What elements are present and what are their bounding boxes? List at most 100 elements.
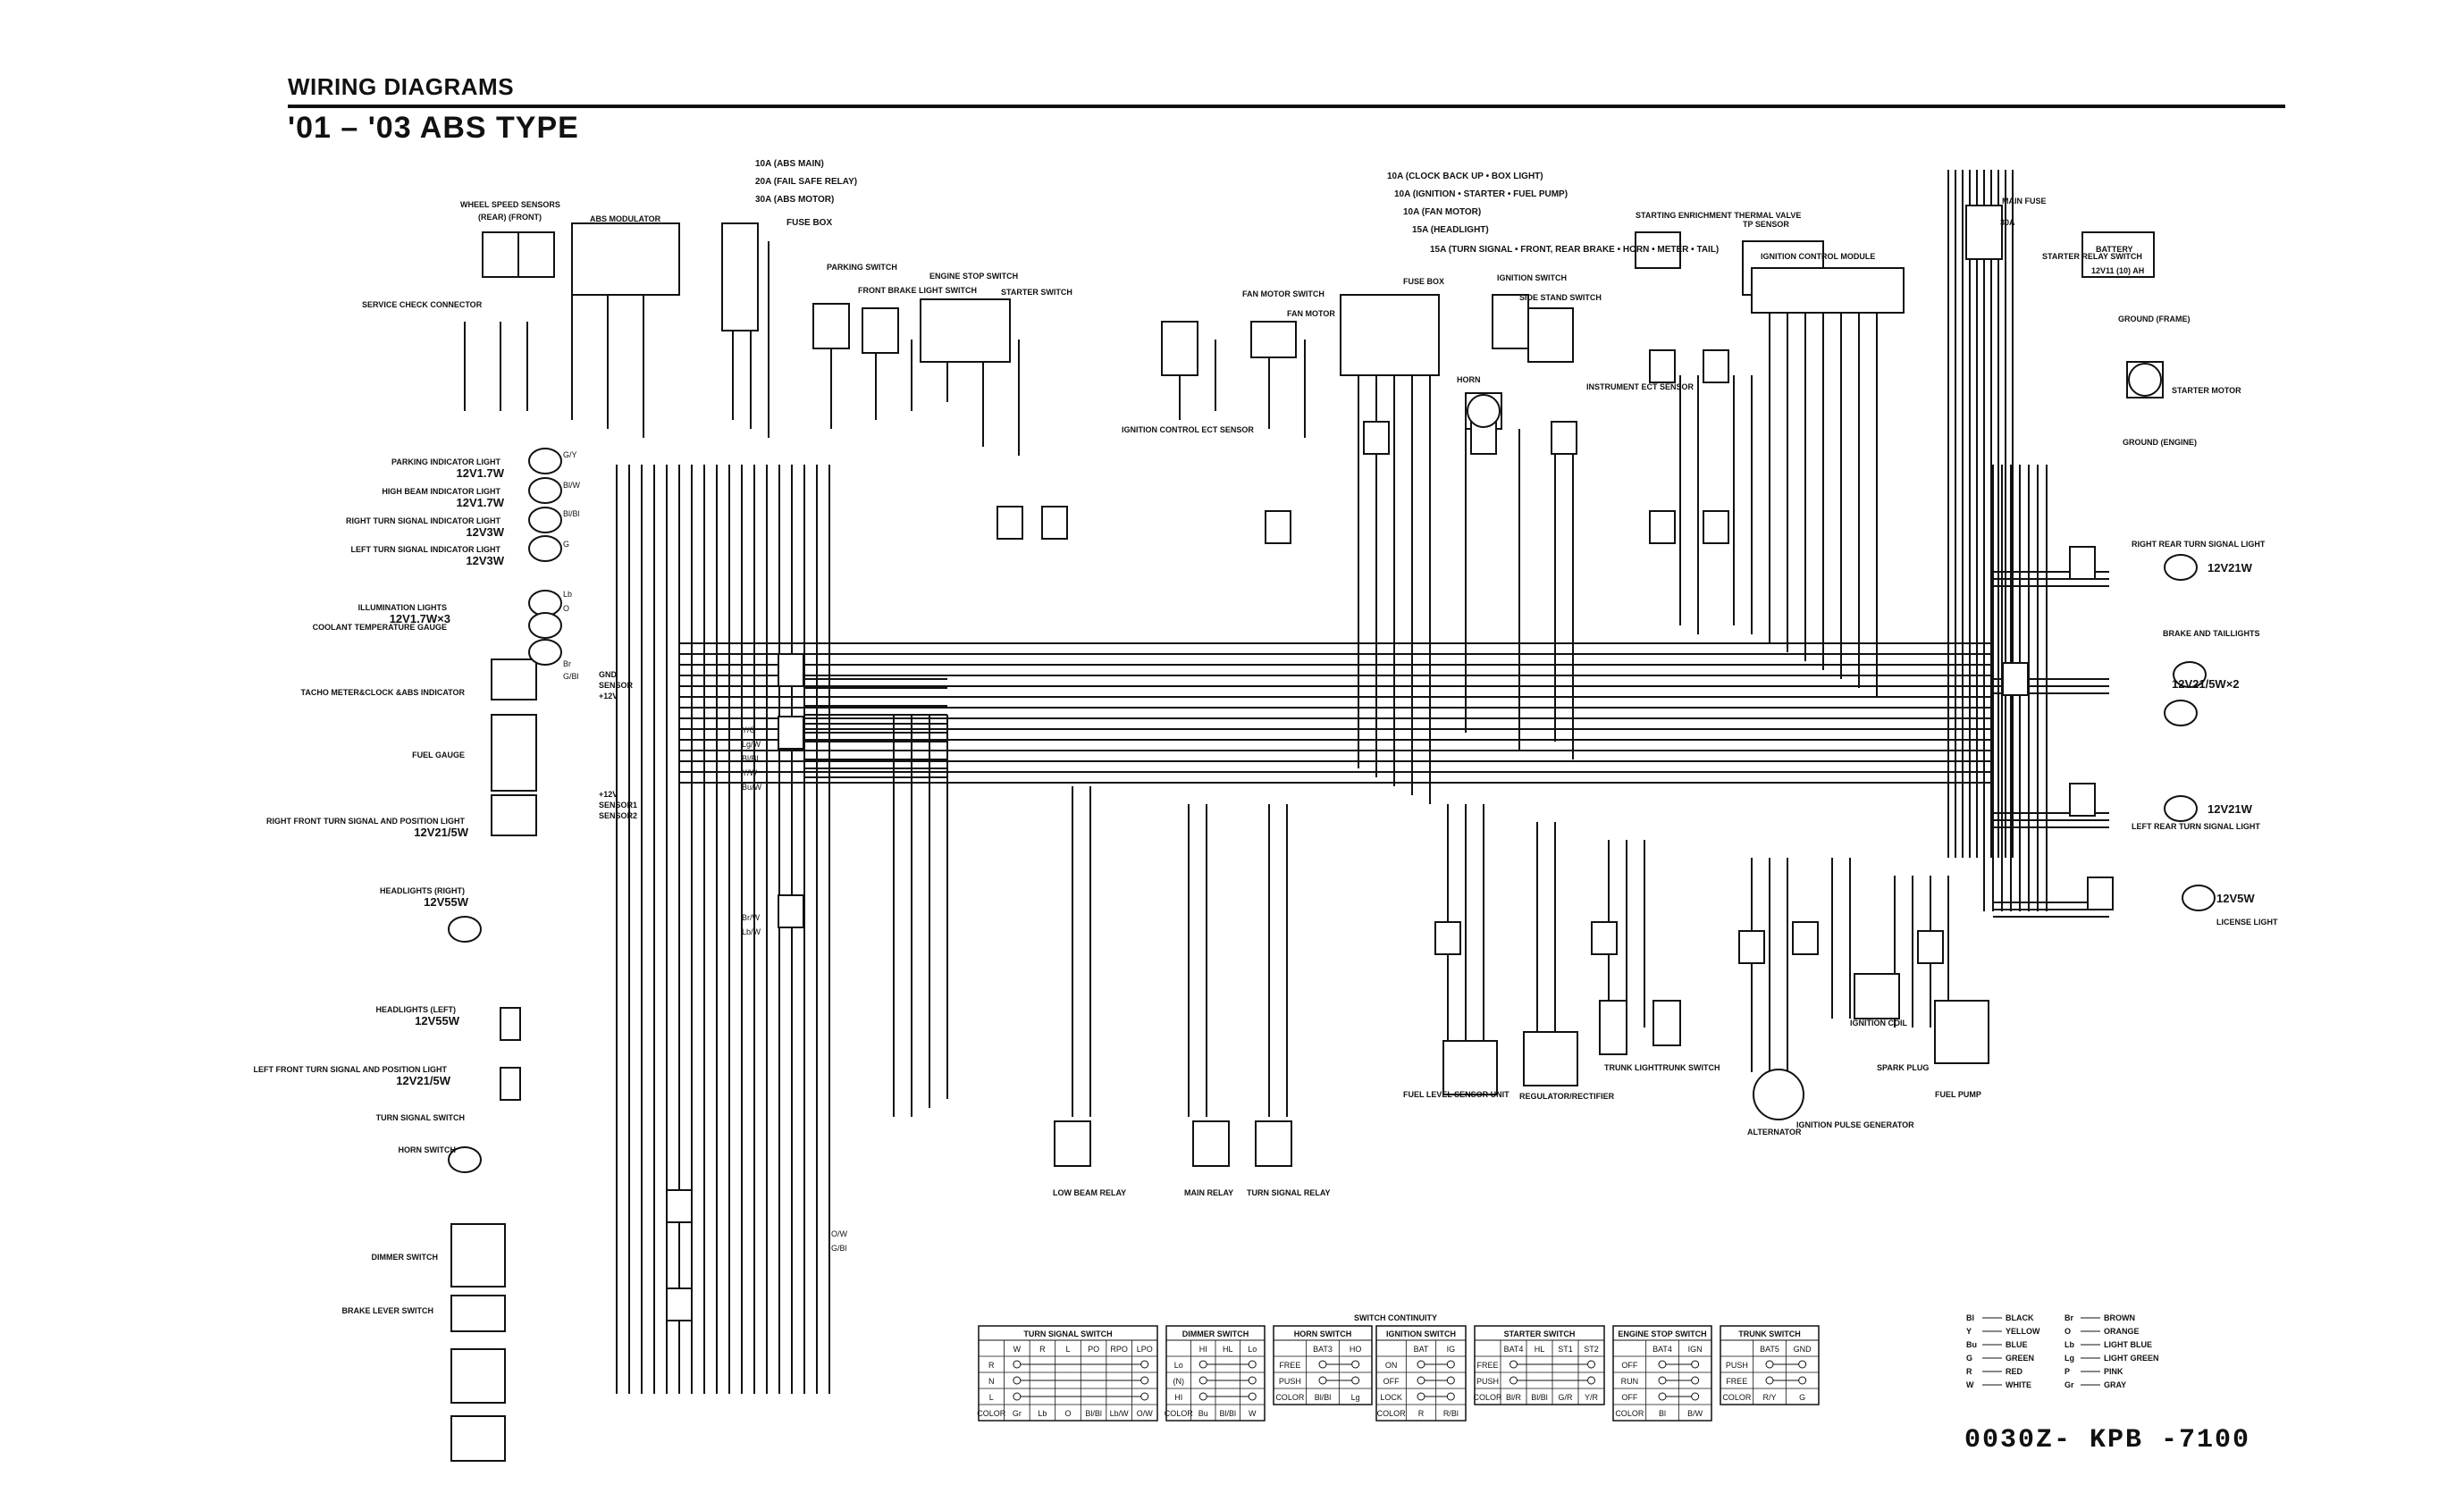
table-cell: FREE bbox=[1726, 1377, 1747, 1386]
legend-color-name: PINK bbox=[2104, 1367, 2123, 1376]
table-cell: COLOR bbox=[1615, 1409, 1644, 1418]
connector bbox=[1649, 510, 1676, 544]
table-title: TRUNK SWITCH bbox=[1738, 1329, 1801, 1338]
label-fuse-box-center: FUSE BOX bbox=[1403, 277, 1444, 286]
alternator-symbol bbox=[1753, 1069, 1804, 1120]
table-cell: COLOR bbox=[1473, 1393, 1502, 1402]
table-title: TURN SIGNAL SWITCH bbox=[1023, 1329, 1112, 1338]
label-fuel-gauge: FUEL GAUGE bbox=[412, 751, 465, 759]
table-cell: Bu bbox=[1198, 1409, 1208, 1418]
table-cell: COLOR bbox=[1275, 1393, 1305, 1402]
tacho-box bbox=[491, 714, 537, 792]
fuel-pump-box bbox=[1934, 1000, 1989, 1064]
gauge-terminal: +12V bbox=[599, 692, 618, 700]
label-alternator: ALTERNATOR bbox=[1747, 1128, 1802, 1137]
ignition-switch-box bbox=[1492, 294, 1529, 349]
rating-3: 12V3W bbox=[466, 554, 504, 567]
table-col-head: RPO bbox=[1110, 1345, 1128, 1354]
legend-code: G bbox=[1966, 1354, 1972, 1363]
table-frame bbox=[1720, 1325, 1820, 1405]
wire-code: O/W bbox=[831, 1229, 848, 1238]
rating-rear-2: 12V21W bbox=[2208, 802, 2253, 816]
wire-code: G/Bl bbox=[831, 1244, 847, 1253]
label-service-check: SERVICE CHECK CONNECTOR bbox=[362, 300, 483, 309]
label-fuel-pump: FUEL PUMP bbox=[1935, 1090, 1981, 1099]
wire-code: O bbox=[563, 604, 569, 613]
table-cell: O bbox=[1064, 1409, 1071, 1418]
table-cell: O/W bbox=[1137, 1409, 1154, 1418]
label-starter-switch: STARTER SWITCH bbox=[1001, 288, 1072, 297]
table-cell: OFF bbox=[1383, 1377, 1400, 1386]
connector bbox=[1434, 921, 1461, 955]
bulb bbox=[448, 916, 482, 943]
trunk-light-box bbox=[1599, 1000, 1627, 1055]
document-code: 0030Z- KPB -7100 bbox=[1964, 1425, 2251, 1455]
connector bbox=[1917, 930, 1944, 964]
icm-box bbox=[1751, 267, 1905, 314]
table-col-head: Lo bbox=[1248, 1345, 1257, 1354]
table-cell: Lb bbox=[1038, 1409, 1047, 1418]
bulb bbox=[528, 612, 562, 639]
wire-code: Y/W bbox=[742, 768, 758, 777]
fuse-headlight: 15A (HEADLIGHT) bbox=[1412, 225, 1489, 235]
bulb bbox=[2182, 885, 2216, 911]
label-starter-relay: STARTER RELAY SWITCH bbox=[2042, 252, 2142, 261]
label-main-fuse: MAIN FUSE bbox=[2002, 197, 2047, 205]
table-col-head: BAT4 bbox=[1504, 1345, 1524, 1354]
dimmer-switch-box bbox=[450, 1348, 506, 1404]
table-cell: ON bbox=[1385, 1361, 1398, 1370]
headlight-socket bbox=[500, 1067, 521, 1101]
fuel-level-sensor-box bbox=[1442, 1040, 1498, 1095]
table-cell: R bbox=[988, 1361, 995, 1370]
legend-color-name: YELLOW bbox=[2006, 1327, 2040, 1336]
label-spark-plug: SPARK PLUG bbox=[1877, 1063, 1929, 1072]
connector bbox=[2069, 546, 2096, 580]
section-heading: WIRING DIAGRAMS bbox=[288, 73, 515, 100]
label-icm: IGNITION CONTROL MODULE bbox=[1761, 252, 1875, 261]
label-horn: HORN bbox=[1457, 375, 1481, 384]
legend-code: Bu bbox=[1966, 1340, 1977, 1349]
table-cell: PUSH bbox=[1279, 1377, 1301, 1386]
label-instrument-ect: INSTRUMENT ECT SENSOR bbox=[1586, 382, 1695, 391]
table-cell: G bbox=[1799, 1393, 1805, 1402]
rating-9: 12V55W bbox=[424, 895, 469, 909]
battery-box bbox=[2081, 231, 2155, 278]
label-main-relay: MAIN RELAY bbox=[1184, 1188, 1233, 1197]
table-col-head: W bbox=[1013, 1345, 1022, 1354]
bulb bbox=[528, 477, 562, 504]
table-cell: COLOR bbox=[977, 1409, 1006, 1418]
table-title: DIMMER SWITCH bbox=[1182, 1329, 1249, 1338]
wire-code: Br bbox=[563, 659, 571, 668]
label-turn-signal-switch: TURN SIGNAL SWITCH bbox=[376, 1113, 465, 1122]
label-left-rear-turn-signal-light: LEFT REAR TURN SIGNAL LIGHT bbox=[2132, 822, 2260, 831]
regulator-box bbox=[1523, 1031, 1578, 1086]
legend-color-name: RED bbox=[2006, 1367, 2023, 1376]
rating-1: 12V1.7W bbox=[457, 496, 505, 509]
bulb bbox=[2173, 661, 2207, 688]
table-cell: Y/R bbox=[1585, 1393, 1599, 1402]
table-cell: Bl/Bl bbox=[1531, 1393, 1548, 1402]
horn-switch-box bbox=[450, 1295, 506, 1332]
table-col-head: HI bbox=[1199, 1345, 1207, 1354]
wire-code: Lb bbox=[563, 590, 572, 599]
label-ignition-coil: IGNITION COIL bbox=[1850, 1019, 1908, 1027]
continuity-title: SWITCH CONTINUITY bbox=[1354, 1313, 1437, 1322]
label-ignition-switch: IGNITION SWITCH bbox=[1497, 273, 1567, 282]
legend-color-name: WHITE bbox=[2006, 1380, 2031, 1389]
connector bbox=[778, 894, 804, 928]
table-cell: Lo bbox=[1174, 1361, 1183, 1370]
label-headlights-right-: HEADLIGHTS (RIGHT) bbox=[380, 886, 465, 895]
table-cell: HI bbox=[1174, 1393, 1182, 1402]
diagram-title: '01 – '03 ABS TYPE bbox=[288, 111, 579, 145]
engine-stop-starter-box bbox=[920, 298, 1011, 363]
label-right-rear-turn-signal-light: RIGHT REAR TURN SIGNAL LIGHT bbox=[2132, 540, 2266, 549]
table-cell: Bl/Bl bbox=[1085, 1409, 1102, 1418]
legend-color-name: LIGHT GREEN bbox=[2104, 1354, 2159, 1363]
label-trunk-switch: TRUNK SWITCH bbox=[1658, 1063, 1720, 1072]
fuse-turn: 15A (TURN SIGNAL • FRONT, REAR BRAKE • H… bbox=[1430, 245, 1719, 255]
label-ground-engine: GROUND (ENGINE) bbox=[2123, 438, 2197, 447]
